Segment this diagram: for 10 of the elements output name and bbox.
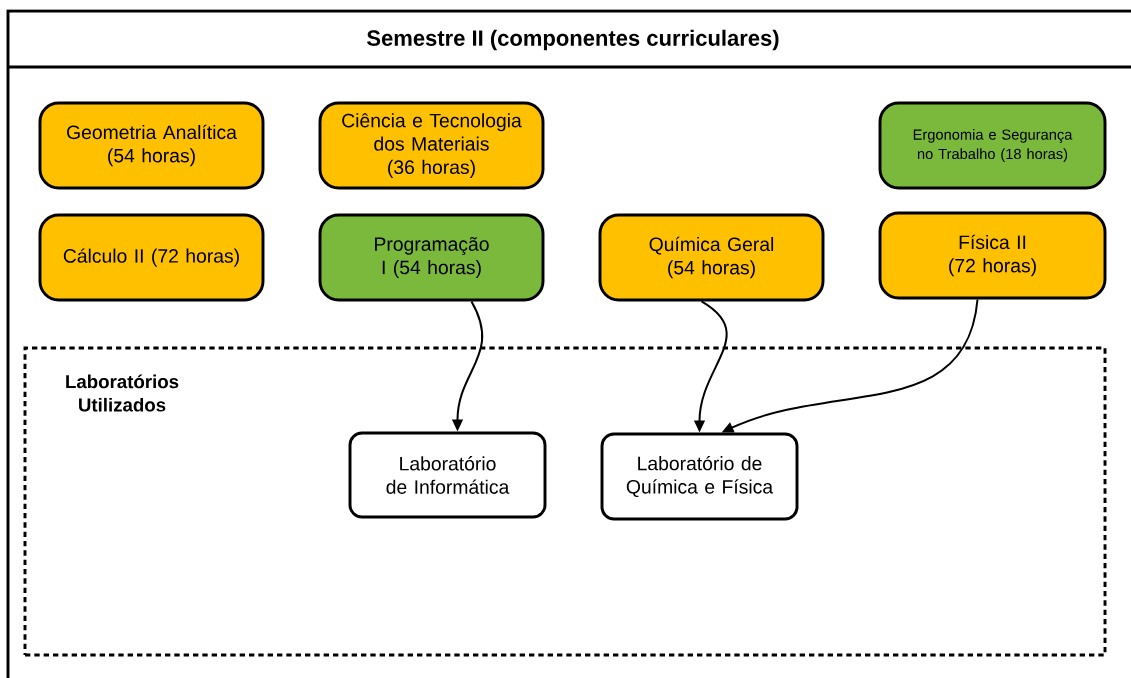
lab-box: Laboratório de Química e Física bbox=[600, 432, 799, 521]
course-box: Programação I (54 horas) bbox=[318, 213, 545, 302]
course-box: Cálculo II (72 horas) bbox=[38, 213, 265, 302]
course-box: Química Geral (54 horas) bbox=[598, 213, 825, 302]
lab-box: Laboratório de Informática bbox=[348, 431, 547, 519]
title: Semestre II (componentes curriculares) bbox=[367, 29, 779, 51]
course-box: Ergonomia e Segurança no Trabalho (18 horas) bbox=[878, 101, 1107, 190]
course-box: Geometria Analítica (54 horas) bbox=[38, 101, 265, 190]
course-box: Ciência e Tecnologia dos Materiais (36 horas) bbox=[318, 101, 545, 190]
course-box: Física II (72 horas) bbox=[878, 211, 1107, 300]
